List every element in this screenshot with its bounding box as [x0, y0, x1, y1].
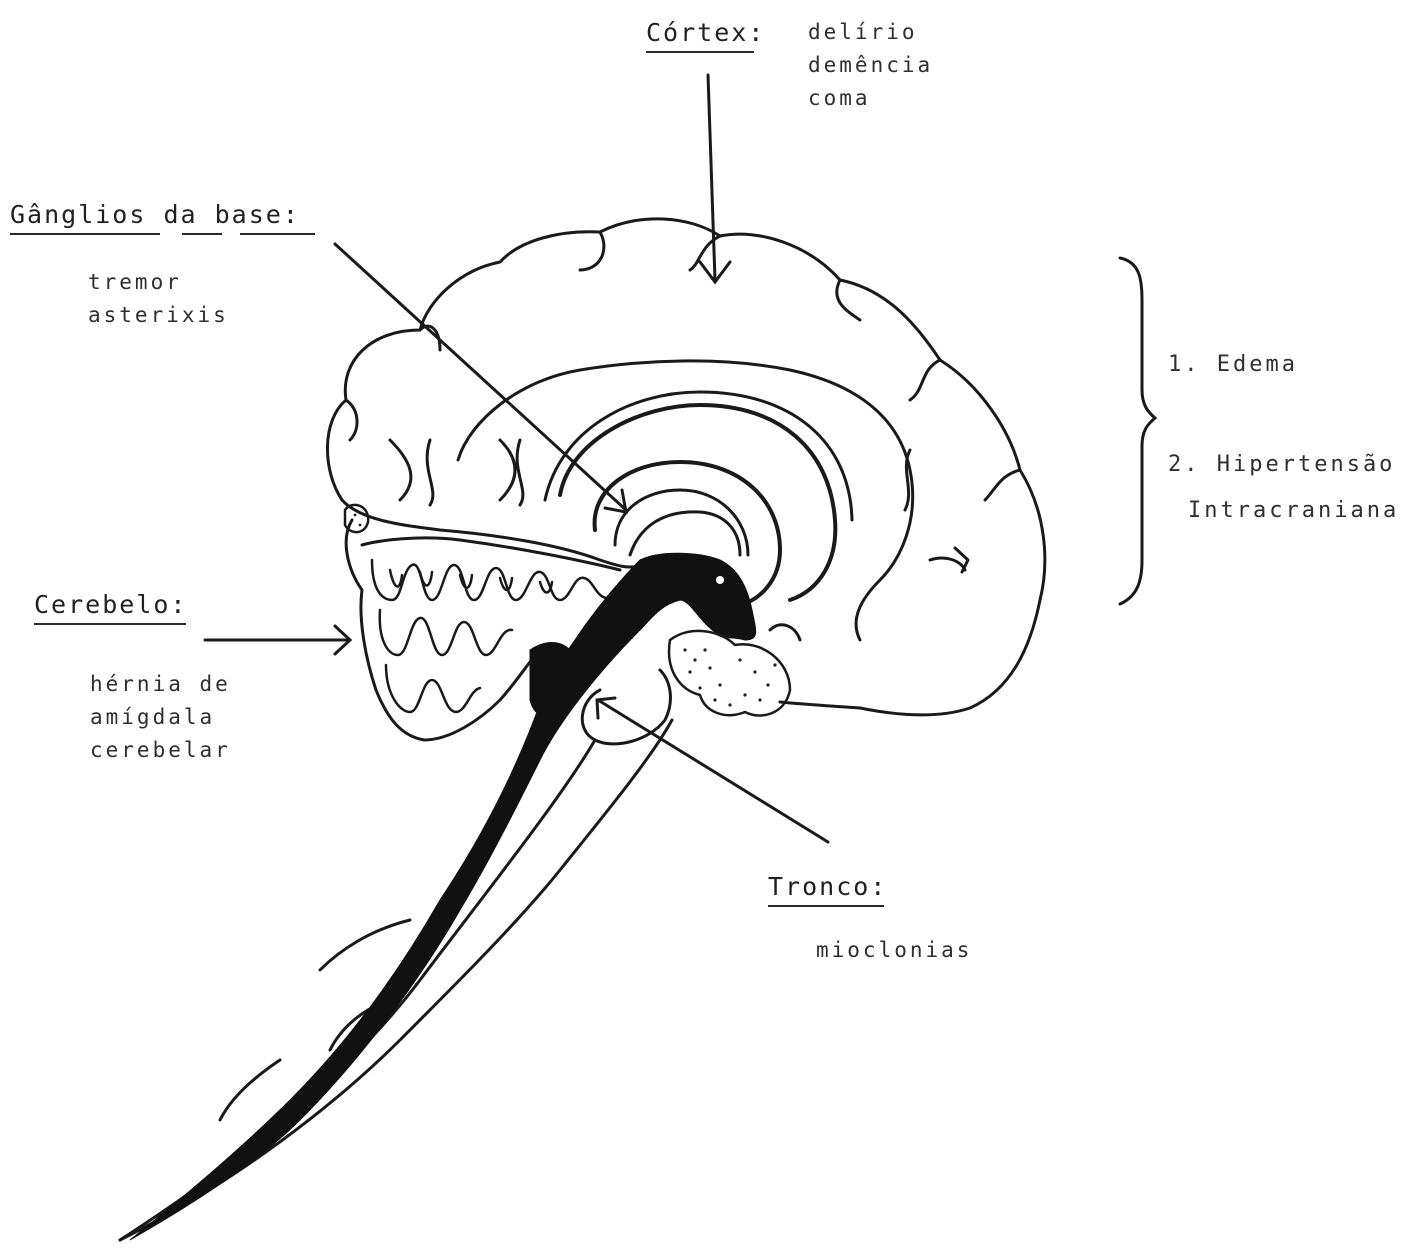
tronco-signs: mioclonias	[816, 934, 972, 967]
ganglios-sign: asterixis	[88, 299, 229, 332]
mechanism-hipertensao: 2. Hipertensão	[1168, 452, 1395, 477]
arrow-cerebelo	[205, 626, 350, 654]
mechanism-intracraniana: Intracraniana	[1188, 498, 1399, 523]
cortex-sign: demência	[808, 49, 933, 82]
cortex-sign: delírio	[808, 16, 933, 49]
cortex-underline	[646, 51, 754, 53]
ganglios-signs: tremor asterixis	[88, 266, 229, 332]
cerebelo-sign: amígdala	[90, 701, 231, 734]
cerebelo-sign: cerebelar	[90, 734, 231, 767]
ganglios-underline	[240, 233, 315, 235]
tronco-title: Tronco:	[768, 872, 887, 901]
ganglios-sign: tremor	[88, 266, 229, 299]
right-brace	[1120, 258, 1155, 604]
cerebelo-signs: hérnia de amígdala cerebelar	[90, 668, 231, 767]
cerebelo-sign: hérnia de	[90, 668, 231, 701]
stippled-region	[669, 631, 790, 716]
cortex-sign: coma	[808, 82, 933, 115]
pons-outline	[582, 670, 670, 744]
ganglios-title: Gânglios da base:	[10, 200, 300, 229]
cortex-signs: delírio demência coma	[808, 16, 933, 115]
arrow-tronco	[597, 698, 828, 842]
tronco-underline	[768, 905, 884, 907]
arrow-ganglios	[335, 244, 626, 512]
cerebelo-title: Cerebelo:	[34, 590, 187, 619]
mechanism-edema: 1. Edema	[1168, 352, 1298, 377]
cortex-title: Córtex:	[646, 18, 765, 47]
tronco-sign: mioclonias	[816, 934, 972, 967]
cerebrum-outline	[327, 219, 1044, 715]
ganglios-underline	[10, 233, 160, 235]
ganglios-underline	[182, 233, 222, 235]
cerebelo-underline	[34, 623, 186, 625]
brainstem-fill	[130, 553, 756, 1240]
